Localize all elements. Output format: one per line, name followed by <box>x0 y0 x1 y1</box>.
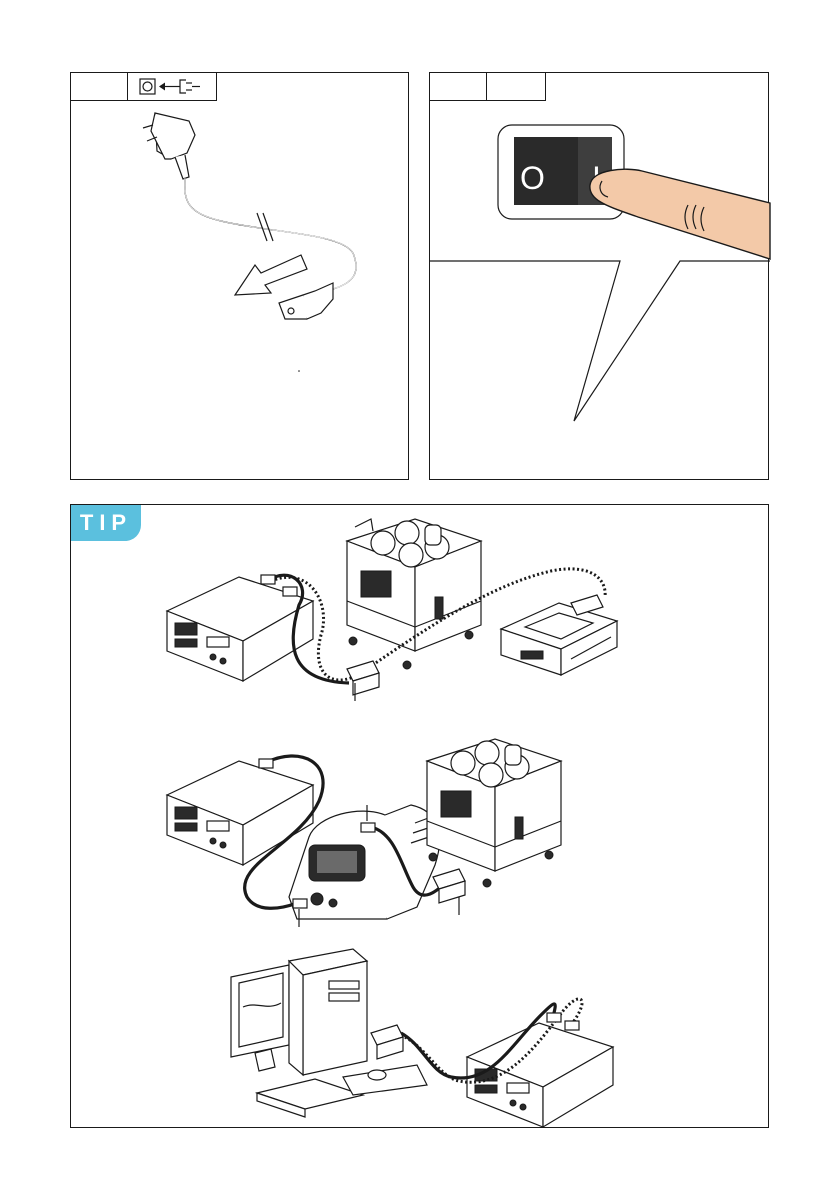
power-switch-panel: I O <box>429 72 769 480</box>
control-unit-2 <box>167 761 313 865</box>
power-cable-illustration <box>71 73 410 481</box>
power-cable-panel <box>70 72 409 480</box>
power-switch-illustration: I O <box>430 73 770 481</box>
fume-extraction-unit-1 <box>347 519 481 669</box>
arrow-icon <box>235 255 307 295</box>
connection-diagrams <box>71 505 770 1129</box>
fume-extraction-unit-2 <box>427 739 561 887</box>
sub-d-connector-icon <box>433 869 465 903</box>
switch-off-symbol: O <box>520 160 545 196</box>
preheating-plate <box>501 603 617 675</box>
power-plug-icon <box>143 113 195 179</box>
connector-icon <box>279 283 333 319</box>
sub-d-connector-icon <box>371 1025 403 1059</box>
tip-panel: TIP <box>70 504 769 1128</box>
